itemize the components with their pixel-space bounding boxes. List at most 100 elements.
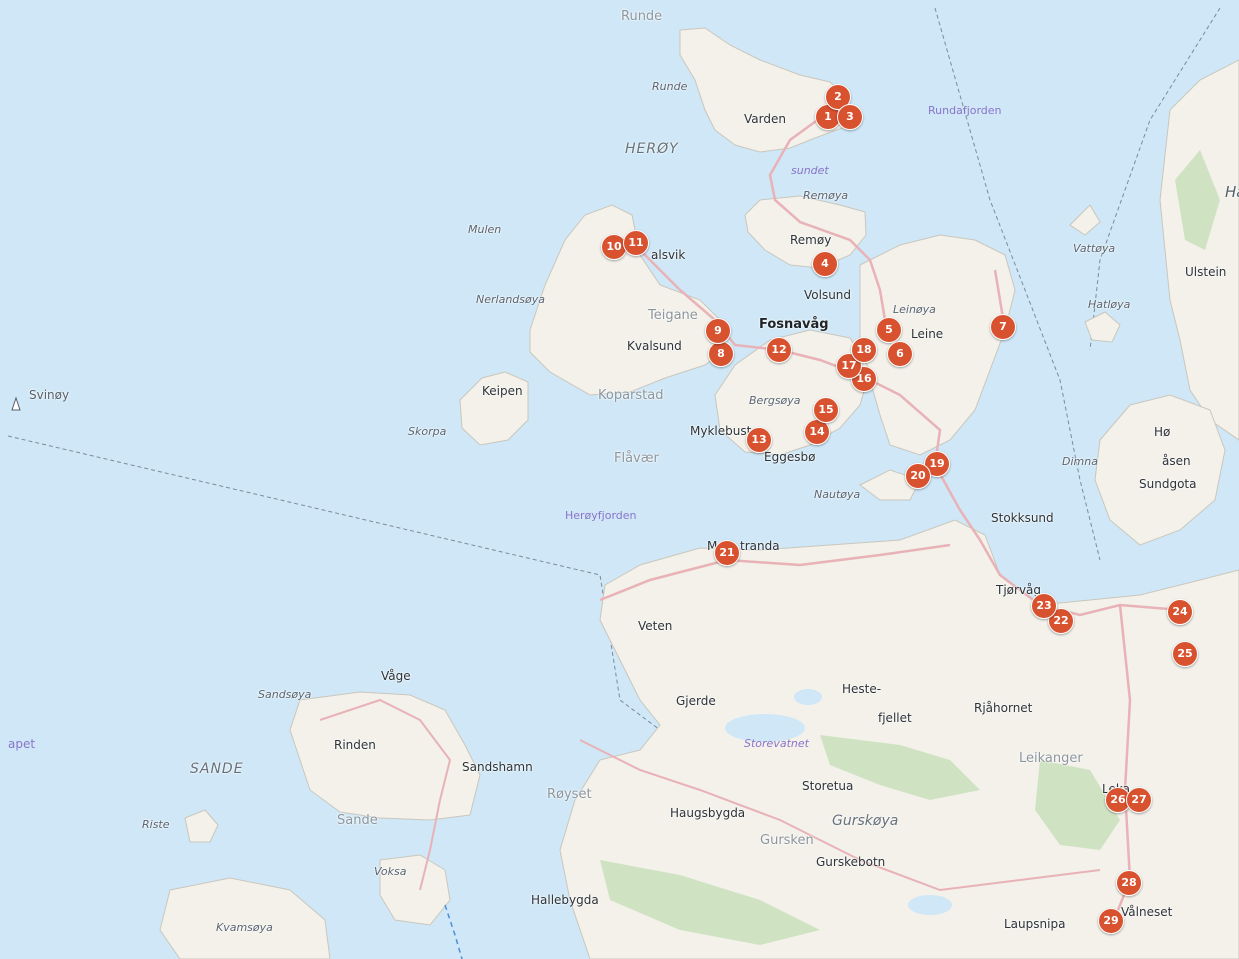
road bbox=[319, 698, 452, 891]
map-marker-18[interactable]: 18 bbox=[851, 337, 877, 363]
map-marker-25[interactable]: 25 bbox=[1172, 641, 1198, 667]
label-eggesbo: Eggesbø bbox=[764, 450, 816, 464]
label-remoy: Remøy bbox=[790, 233, 832, 247]
forest bbox=[1035, 760, 1120, 850]
label-sande: Sande bbox=[337, 813, 378, 828]
label-flavaer: Flåvær bbox=[614, 451, 659, 466]
label-veten: Veten bbox=[638, 619, 673, 633]
island-sande bbox=[289, 691, 481, 821]
island-dimna bbox=[1094, 394, 1226, 546]
label-heroyfjorden: Herøyfjorden bbox=[565, 509, 637, 522]
boundary-line bbox=[1089, 7, 1221, 351]
label-apet: apet bbox=[8, 737, 36, 751]
label-koparstad: Koparstad bbox=[598, 388, 664, 403]
label-mystranda: M bbox=[707, 539, 718, 553]
lake bbox=[908, 895, 952, 915]
map-marker-21[interactable]: 21 bbox=[714, 540, 740, 566]
label-tranda: tranda bbox=[740, 539, 780, 553]
label-remoya: Remøya bbox=[803, 189, 849, 202]
label-tjorvag: Tjørvåg bbox=[996, 583, 1042, 597]
label-leinoya: Leinøya bbox=[893, 303, 936, 316]
map-marker-24[interactable]: 24 bbox=[1167, 599, 1193, 625]
label-gurskebotn: Gurskebotn bbox=[816, 855, 886, 869]
label-skorpa: Skorpa bbox=[408, 425, 447, 438]
label-teigane: Teigane bbox=[648, 308, 698, 323]
label-hatloya: Hatløya bbox=[1088, 298, 1131, 311]
label-kvalsund: Kvalsund bbox=[627, 339, 682, 353]
label-asen: åsen bbox=[1162, 454, 1191, 468]
label-varden: Varden bbox=[744, 112, 786, 126]
map-marker-23[interactable]: 23 bbox=[1031, 593, 1057, 619]
road bbox=[579, 739, 1101, 892]
island-keipen bbox=[459, 371, 529, 446]
map-marker-5[interactable]: 5 bbox=[876, 317, 902, 343]
road bbox=[599, 543, 951, 602]
label-riste: Riste bbox=[142, 818, 170, 831]
label-nautoya: Nautøya bbox=[814, 488, 861, 501]
label-royset: Røyset bbox=[547, 787, 592, 802]
forest bbox=[1175, 150, 1220, 250]
label-hog: Hø bbox=[1154, 425, 1171, 439]
map-marker-11[interactable]: 11 bbox=[623, 230, 649, 256]
island-leinoya bbox=[859, 234, 1016, 456]
map-marker-27[interactable]: 27 bbox=[1126, 787, 1152, 813]
label-svinoy: Svinøy bbox=[29, 388, 70, 402]
map-marker-4[interactable]: 4 bbox=[812, 251, 838, 277]
map-marker-9[interactable]: 9 bbox=[705, 318, 731, 344]
label-nerlandsoya: Nerlandsøya bbox=[476, 293, 545, 306]
label-gjerde: Gjerde bbox=[676, 694, 716, 708]
island-nerlandsoya bbox=[529, 204, 726, 396]
label-sandsoya: Sandsøya bbox=[258, 688, 312, 701]
map-marker-13[interactable]: 13 bbox=[746, 427, 772, 453]
label-voksa: Voksa bbox=[374, 865, 407, 878]
map-marker-29[interactable]: 29 bbox=[1098, 908, 1124, 934]
label-sundet: sundet bbox=[791, 164, 829, 177]
ferry-line bbox=[444, 904, 463, 959]
label-gurskoya: Gurskøya bbox=[832, 813, 899, 829]
map-marker-8[interactable]: 8 bbox=[708, 341, 734, 367]
label-runde-top: Runde bbox=[621, 9, 663, 24]
label-myklebust: Myklebust bbox=[690, 424, 752, 438]
label-fjellet: fjellet bbox=[878, 711, 912, 725]
label-haugsbygda: Haugsbygda bbox=[670, 806, 746, 820]
map-marker-7[interactable]: 7 bbox=[990, 314, 1016, 340]
label-sandshamn: Sandshamn bbox=[462, 760, 533, 774]
map-marker-28[interactable]: 28 bbox=[1116, 870, 1142, 896]
map-marker-6[interactable]: 6 bbox=[887, 341, 913, 367]
label-ulstein: Ulstein bbox=[1185, 265, 1227, 279]
map-marker-3[interactable]: 3 bbox=[837, 104, 863, 130]
coast-east bbox=[1159, 59, 1239, 441]
label-heste: Heste- bbox=[842, 682, 882, 696]
lake bbox=[794, 689, 822, 705]
label-rjahornet: Rjåhornet bbox=[974, 701, 1033, 715]
island-vattoya bbox=[1069, 204, 1101, 236]
island-hatloya bbox=[1084, 311, 1121, 343]
map-marker-20[interactable]: 20 bbox=[905, 463, 931, 489]
label-leikanger: Leikanger bbox=[1019, 751, 1083, 766]
label-vage: Våge bbox=[381, 669, 411, 683]
label-storetua: Storetua bbox=[802, 779, 854, 793]
lake-storevatnet bbox=[725, 714, 805, 742]
map-marker-10[interactable]: 10 bbox=[601, 234, 627, 260]
label-mulen: Mulen bbox=[468, 223, 502, 236]
forest bbox=[820, 735, 980, 800]
island-kvamsoya bbox=[159, 877, 331, 959]
road bbox=[768, 103, 902, 351]
label-dimna: Dimna bbox=[1062, 455, 1098, 468]
label-keipen: Keipen bbox=[482, 384, 523, 398]
forest bbox=[600, 860, 820, 945]
label-gursken: Gursken bbox=[760, 833, 814, 848]
label-leine: Leine bbox=[911, 327, 944, 341]
label-laupsnipa: Laupsnipa bbox=[1004, 917, 1066, 931]
label-kvamsoya: Kvamsøya bbox=[216, 921, 273, 934]
map-marker-22[interactable]: 22 bbox=[1048, 608, 1074, 634]
map-marker-15[interactable]: 15 bbox=[813, 397, 839, 423]
boundary-line bbox=[934, 7, 1101, 561]
map-marker-12[interactable]: 12 bbox=[766, 337, 792, 363]
label-ha: Ha bbox=[1225, 183, 1239, 201]
label-bergsoya: Bergsøya bbox=[749, 394, 801, 407]
label-hallebygda: Hallebygda bbox=[531, 893, 599, 907]
label-storevatnet: Storevatnet bbox=[744, 737, 809, 750]
